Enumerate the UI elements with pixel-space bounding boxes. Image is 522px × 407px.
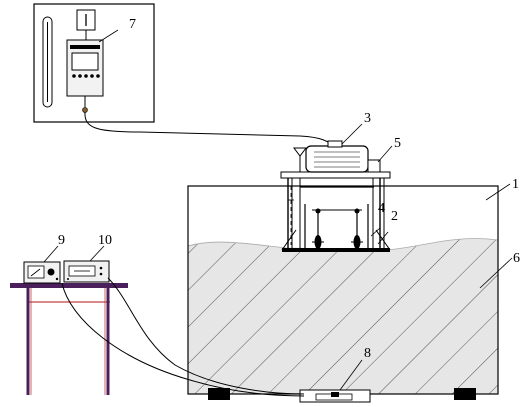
bottom-sensor: [299, 359, 371, 403]
tube-gauge: [42, 16, 53, 108]
leader-5: [377, 145, 393, 163]
label-2: 2: [391, 209, 398, 224]
cable-instrument-9: [61, 282, 305, 397]
leader-10: [89, 245, 105, 262]
leader-4: [370, 227, 381, 237]
leader-7: [98, 29, 119, 43]
vibration-mechanism: [304, 204, 389, 250]
label-8: 8: [364, 346, 371, 361]
motor: [305, 123, 393, 173]
cable-instrument-10: [107, 277, 305, 395]
leader-8: [339, 359, 363, 391]
instrument-9: [23, 245, 61, 284]
label-4: 4: [378, 201, 385, 216]
tank-foot: [208, 388, 230, 400]
leader-1: [485, 183, 511, 201]
support-frame: [280, 147, 391, 252]
instrument-table: [10, 283, 128, 395]
label-10: 10: [98, 233, 112, 248]
leader-6: [479, 257, 513, 289]
leader-3: [341, 123, 363, 145]
label-3: 3: [364, 111, 371, 126]
leader-9: [43, 245, 59, 263]
label-7: 7: [129, 17, 136, 32]
water-tank: [187, 185, 499, 400]
instrument-10: [63, 245, 110, 283]
label-6: 6: [513, 251, 520, 266]
leader-2: [377, 231, 389, 245]
controller-unit: [66, 39, 104, 113]
label-1: 1: [512, 177, 519, 192]
label-9: 9: [58, 233, 65, 248]
tank-foot: [454, 388, 476, 400]
label-5: 5: [394, 136, 401, 151]
control-cabinet: [33, 3, 155, 123]
